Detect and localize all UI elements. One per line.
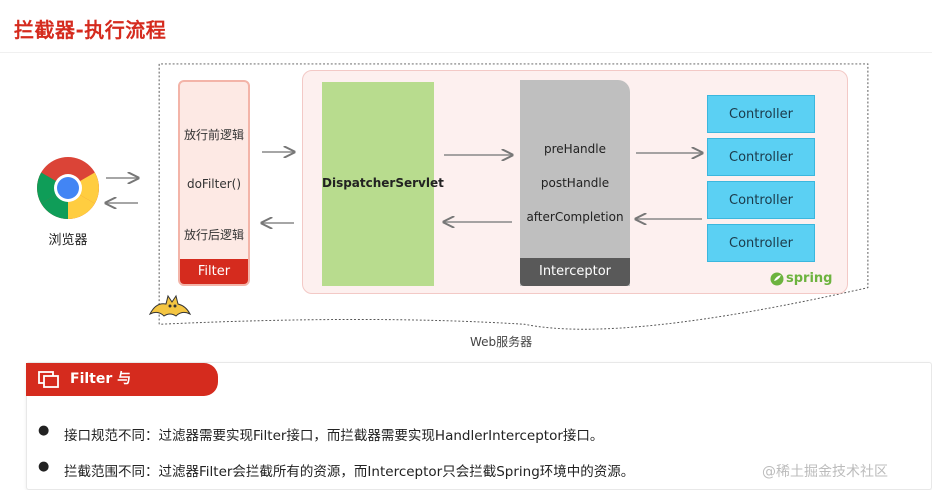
bullet-dot: ● [38,459,50,474]
filter-box [178,80,250,286]
web-server-label: Web服务器 [470,335,533,349]
interceptor-aftercompletion: afterCompletion [526,210,624,224]
bullet-interface-difference: 接口规范不同：过滤器需要实现Filter接口，而拦截器需要实现HandlerIn… [64,428,604,444]
spring-leaf-icon [770,272,784,286]
bullet-dot: ● [38,423,50,438]
tomcat-icon [148,294,192,317]
web-server-frame [158,63,869,330]
interceptor-posthandle: postHandle [540,176,610,190]
filter-do-filter: doFilter() [186,177,242,191]
controller-box: Controller [707,181,815,219]
dispatcher-servlet-box [322,82,434,286]
section-title: Filter 与 Interceptor [70,371,160,420]
bullet-scope-difference: 拦截范围不同：过滤器Filter会拦截所有的资源，而Interceptor只会拦… [64,464,635,480]
filter-label: Filter [180,259,248,284]
filter-before-logic: 放行前逻辑 [183,128,244,142]
title-divider [0,52,932,53]
dispatcher-servlet-label: DispatcherServlet [322,176,444,190]
interceptor-label: Interceptor [520,258,630,286]
section-header: Filter 与 Interceptor [26,363,218,420]
interceptor-prehandle: preHandle [544,142,606,156]
watermark: @稀土掘金技术社区 [762,464,888,480]
page-title: 拦截器-执行流程 [14,18,167,42]
chrome-browser-icon [37,157,99,219]
controller-box: Controller [707,138,815,176]
interceptor-box [520,80,630,286]
filter-after-logic: 放行后逻辑 [183,228,244,242]
spring-logo-text: spring [786,271,833,286]
browser-label: 浏览器 [48,233,88,248]
controller-box: Controller [707,95,815,133]
windows-icon [38,371,59,388]
controller-box: Controller [707,224,815,262]
